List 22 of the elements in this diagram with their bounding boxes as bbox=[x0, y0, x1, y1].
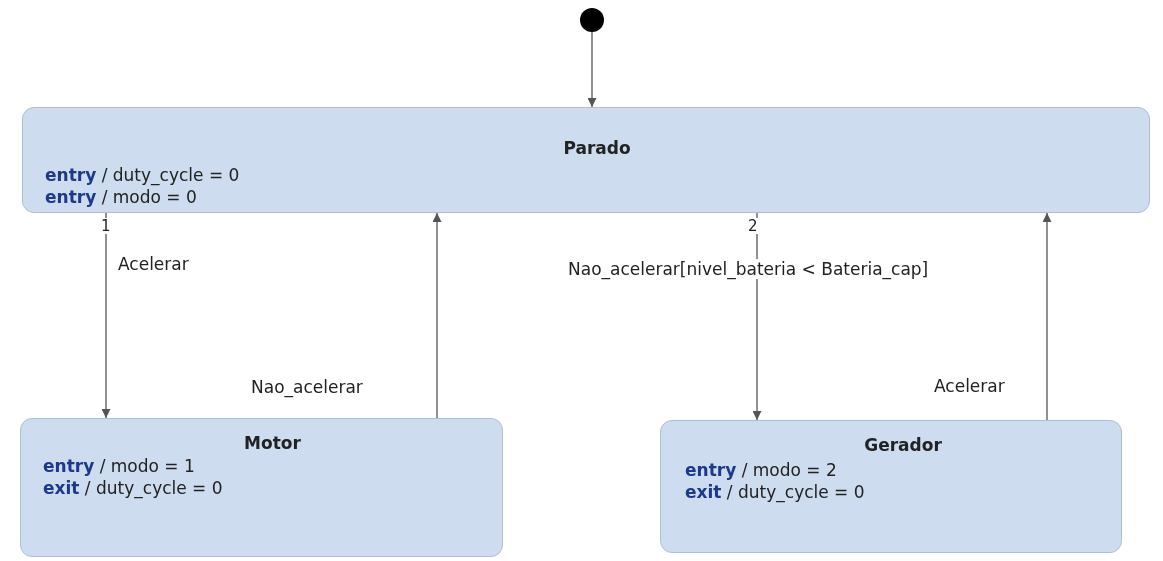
edge-label: Nao_acelerar bbox=[250, 377, 364, 397]
state-action: entry / modo = 0 bbox=[45, 186, 197, 208]
state-box bbox=[22, 107, 1150, 213]
transition-arrow bbox=[1042, 212, 1052, 421]
state-box bbox=[20, 418, 503, 557]
state-action: entry / modo = 2 bbox=[685, 459, 837, 481]
edge-label: Nao_acelerar[nivel_bateria < Bateria_cap] bbox=[567, 259, 930, 279]
priority-number: 1 bbox=[101, 218, 111, 234]
state-action: exit / duty_cycle = 0 bbox=[43, 477, 223, 499]
state-action: entry / modo = 1 bbox=[43, 455, 195, 477]
state-name: Gerador bbox=[863, 435, 943, 455]
state-name: Motor bbox=[243, 433, 302, 453]
state-action: exit / duty_cycle = 0 bbox=[685, 481, 865, 503]
state-box bbox=[660, 420, 1122, 553]
transition-arrow bbox=[101, 212, 111, 419]
transition-arrow bbox=[587, 31, 597, 108]
transition-arrow bbox=[432, 212, 442, 419]
priority-number: 2 bbox=[748, 218, 758, 234]
initial-state bbox=[580, 8, 604, 32]
state-action: entry / duty_cycle = 0 bbox=[45, 164, 240, 186]
transition-arrow bbox=[752, 212, 762, 421]
state-name: Parado bbox=[562, 138, 632, 158]
